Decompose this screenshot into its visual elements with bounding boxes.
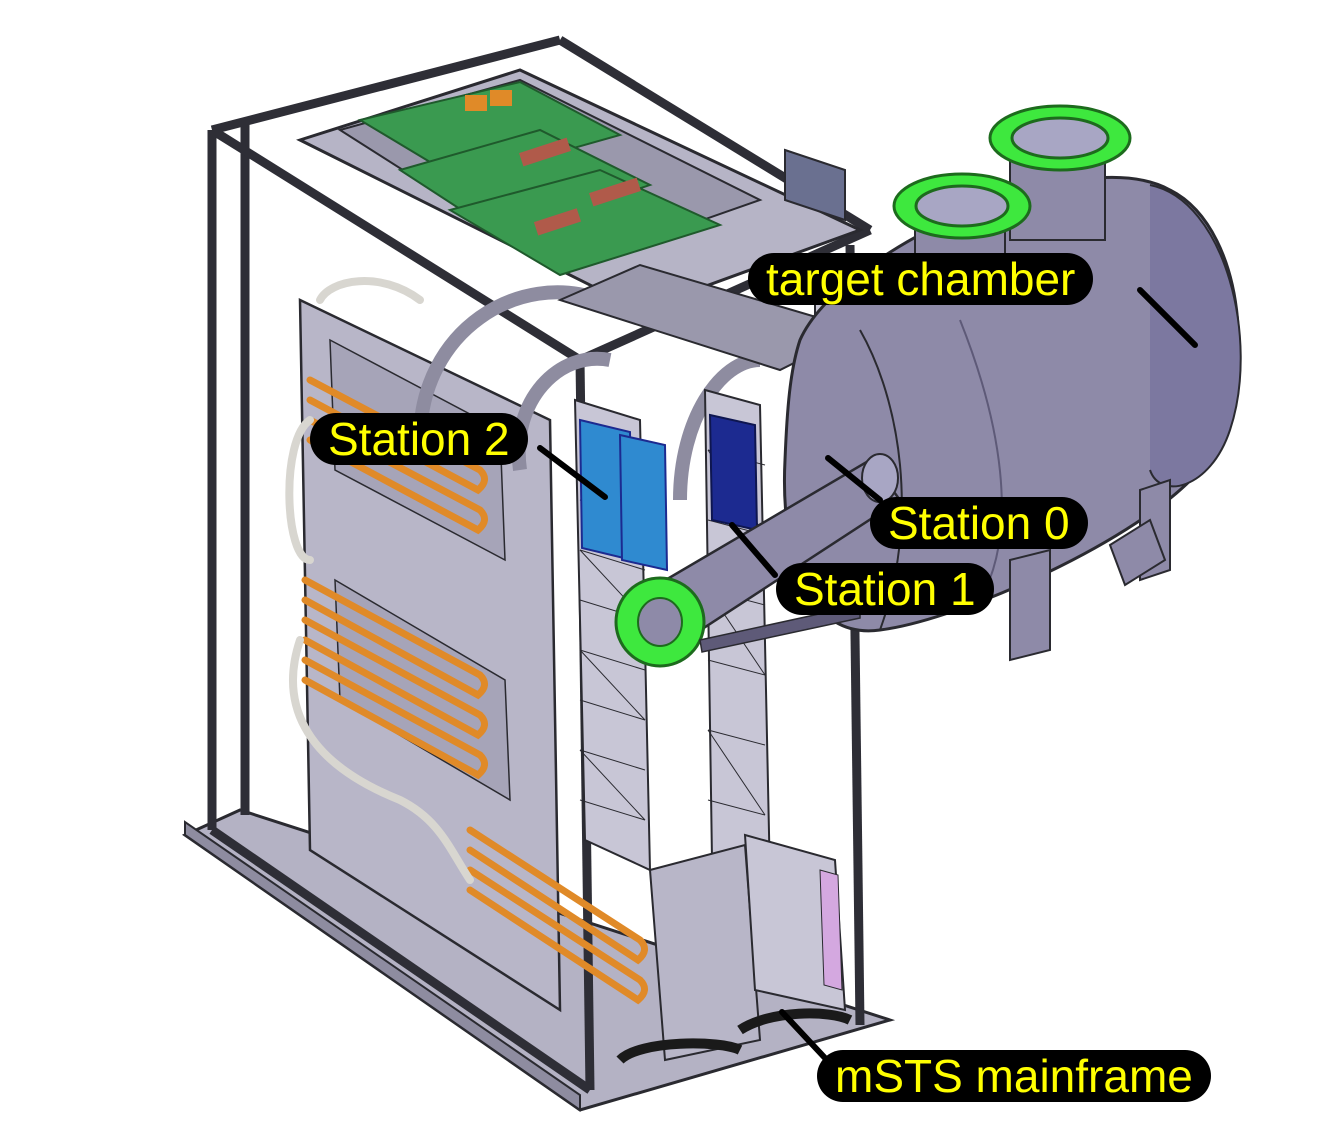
rear-bracket: [784, 148, 846, 222]
mainframe-rear: [207, 35, 873, 830]
front-module-boards: [616, 833, 853, 1064]
label-station-1: Station 1: [776, 563, 994, 615]
beam-pipe: [614, 453, 902, 668]
ladder-station-2: [573, 398, 669, 872]
electronics-tray: [296, 68, 864, 372]
leader-station-2: [537, 445, 608, 500]
label-mainframe: mSTS mainframe: [817, 1050, 1211, 1102]
label-station-0: Station 0: [870, 497, 1088, 549]
chamber-ports: [892, 104, 1132, 266]
leader-station-0: [825, 455, 883, 503]
leader-station-1: [729, 522, 778, 578]
label-station-2: Station 2: [310, 413, 528, 465]
leader-target-chamber: [1137, 287, 1198, 348]
leader-mainframe: [779, 1009, 828, 1061]
label-target-chamber: target chamber: [748, 253, 1094, 305]
leader-lines: [537, 287, 1198, 1061]
cooling-plate: [285, 277, 648, 1013]
